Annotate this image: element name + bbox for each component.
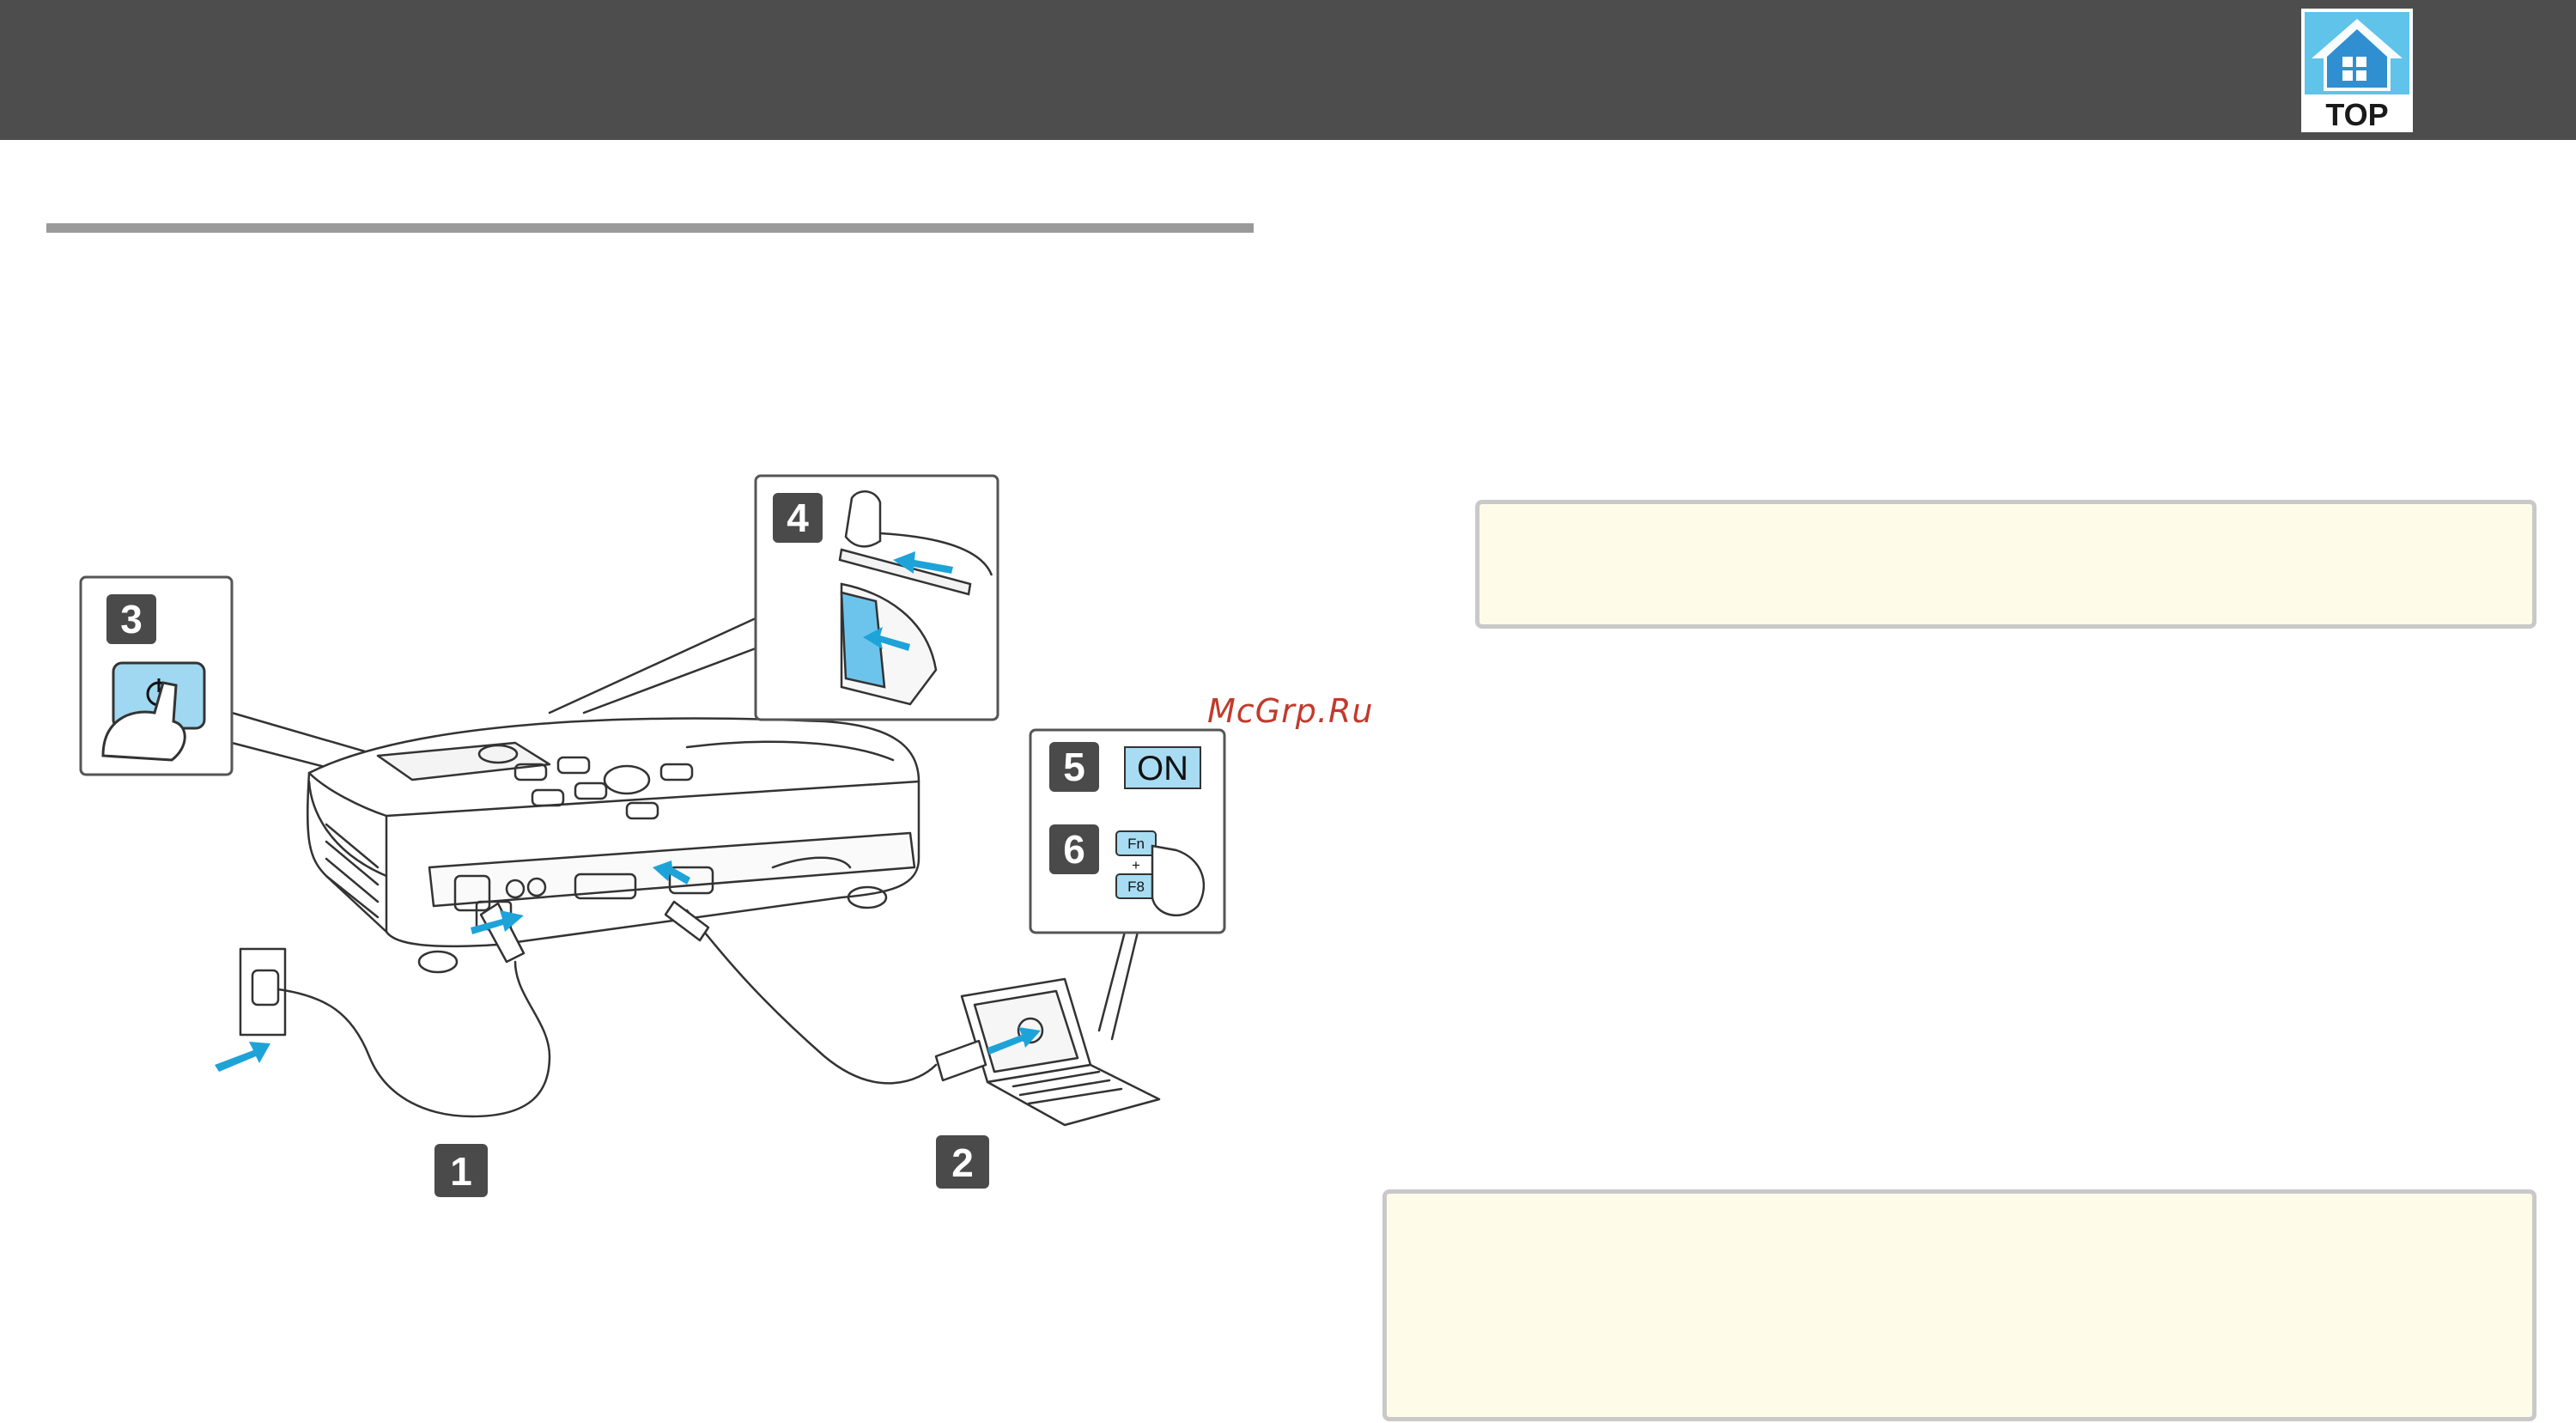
step-1-label: 1 (450, 1149, 472, 1194)
step-4-label: 4 (787, 496, 809, 540)
setup-diagram: 3 4 5 ON 6 F (69, 464, 1271, 1237)
projector-setup-illustration: 3 4 5 ON 6 F (79, 474, 1226, 1197)
step-5-label: 5 (1063, 745, 1085, 789)
note-box (1382, 1189, 2537, 1421)
note-box (1475, 500, 2537, 629)
step-3-label: 3 (120, 597, 143, 642)
f8-key-label: F8 (1127, 879, 1145, 895)
on-label: ON (1137, 750, 1188, 788)
header-bar (0, 0, 2576, 140)
top-label: TOP (2325, 97, 2388, 132)
watermark: McGrp.Ru (1207, 692, 1374, 730)
step-2-label: 2 (951, 1140, 974, 1185)
fn-key-label: Fn (1127, 836, 1145, 852)
section-divider (46, 223, 1254, 233)
step-6-label: 6 (1063, 827, 1085, 872)
top-button[interactable]: TOP (2301, 9, 2413, 132)
plus-label: + (1132, 857, 1140, 873)
house-top-icon: TOP (2301, 9, 2413, 132)
